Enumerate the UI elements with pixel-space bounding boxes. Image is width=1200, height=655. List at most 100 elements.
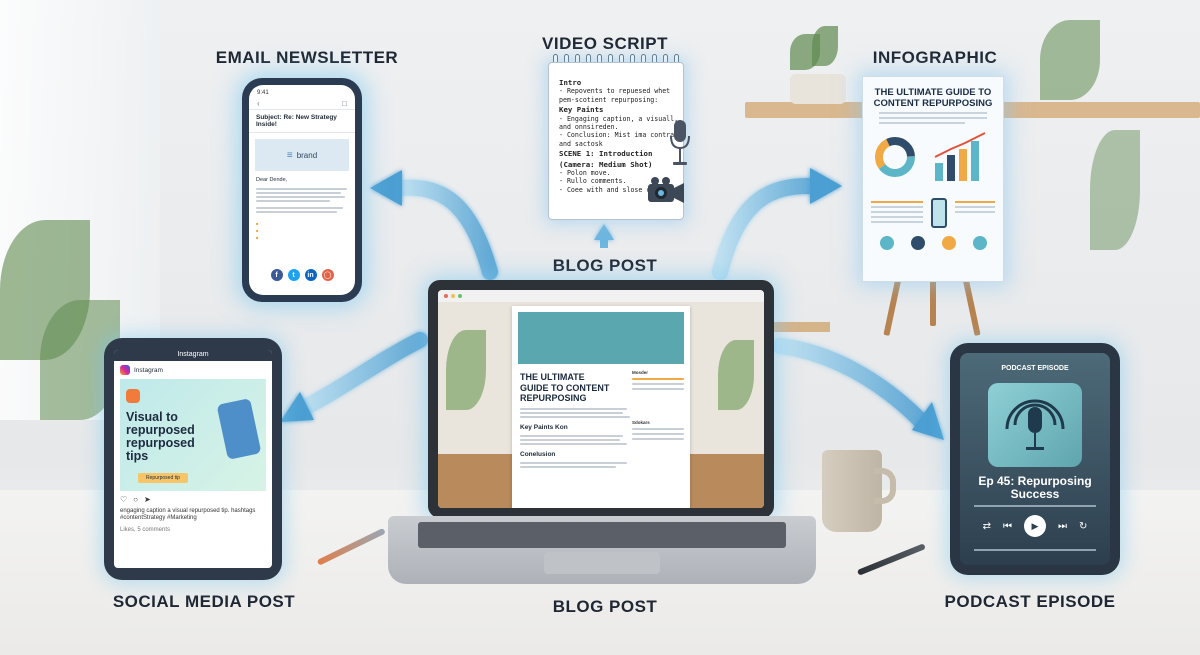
laptop-trackpad <box>544 552 660 574</box>
sidebar-heading: Mosder <box>632 370 649 375</box>
mug-handle <box>874 468 896 504</box>
arrow-to-podcast <box>772 338 928 428</box>
email-nav: ‹ □ <box>249 98 355 109</box>
coffee-mug <box>822 450 882 532</box>
email-link[interactable] <box>256 235 348 240</box>
podcast-volume-bar[interactable] <box>974 549 1096 551</box>
instagram-logo-icon <box>120 365 130 375</box>
blog-title: THE ULTIMATE GUIDE TO CONTENT REPURPOSIN… <box>520 372 610 403</box>
repeat-icon[interactable]: ↻ <box>1079 520 1088 532</box>
trash-icon[interactable]: □ <box>342 99 347 108</box>
easel-leg <box>930 276 936 326</box>
podcast-controls: ⇄ ⏮ ▶ ⏭ ↻ <box>960 515 1110 537</box>
blog-hero-image <box>518 312 684 364</box>
label-email-newsletter: EMAIL NEWSLETTER <box>215 48 399 67</box>
instagram-badge-icon <box>126 389 140 403</box>
social-cta-button[interactable]: Repurposed tip <box>138 473 188 483</box>
linkedin-icon[interactable]: in <box>304 269 317 281</box>
script-heading: SCENE 1: Introduction <box>559 149 653 159</box>
arrowhead-podcast <box>912 402 944 440</box>
social-meta: Likes, 5 comments <box>120 526 171 533</box>
video-camera-icon <box>648 177 684 203</box>
laptop-keyboard <box>418 522 786 548</box>
email-link[interactable] <box>256 221 348 226</box>
share-icon[interactable]: ➤ <box>144 495 151 504</box>
social-screen: Instagram Instagram Visual to repurposed… <box>114 350 272 568</box>
social-tablet: Instagram Instagram Visual to repurposed… <box>104 338 282 580</box>
label-video-script: VIDEO SCRIPT <box>542 34 668 53</box>
hand-phone-illustration <box>216 398 262 460</box>
arrowhead-infographic <box>810 168 842 204</box>
arrowhead-video <box>594 224 614 240</box>
twitter-icon[interactable]: t <box>287 269 300 281</box>
infographic-icon <box>941 236 956 250</box>
notebook-spiral <box>553 54 679 68</box>
arrow-to-email <box>392 179 498 280</box>
email-phone: 9:41 ‹ □ Subject: Re: New Strategy Insid… <box>242 78 362 302</box>
play-button[interactable]: ▶ <box>1024 515 1046 537</box>
brand-name: brand <box>296 150 318 160</box>
next-icon[interactable]: ⏭ <box>1058 520 1067 532</box>
previous-icon[interactable]: ⏮ <box>1003 520 1012 532</box>
browser-bar <box>438 290 764 302</box>
script-line: and onnsireden. <box>559 123 619 132</box>
blog-sidebar: Mosder Sdokars <box>632 370 684 443</box>
screen-plant <box>718 340 754 410</box>
podcast-mic-icon <box>1005 399 1065 450</box>
infographic-icon <box>879 236 894 250</box>
label-blog-post-top: BLOG POST <box>552 256 658 275</box>
plant-leaf <box>1090 130 1140 250</box>
instagram-icon[interactable]: ◯ <box>321 269 334 281</box>
email-brand-banner: ≡ brand <box>255 139 349 171</box>
blog-key-points: Key Paints Kon <box>520 423 568 431</box>
blog-conclusion: Conelusion <box>520 450 556 458</box>
email-screen: 9:41 ‹ □ Subject: Re: New Strategy Insid… <box>249 85 355 295</box>
label-podcast-episode: PODCAST EPISODE <box>944 592 1116 611</box>
podcast-screen: PODCAST EPISODE Ep 45: Repurposing Succe… <box>960 353 1110 565</box>
infographic-phone-icon <box>931 198 947 228</box>
like-icon[interactable]: ♡ <box>120 495 128 504</box>
arrowhead-social <box>280 392 314 422</box>
infographic-icon <box>910 236 925 250</box>
social-post-title: Visual to repurposed repurposed tips <box>126 410 195 463</box>
shuffle-icon[interactable]: ⇄ <box>982 520 991 532</box>
social-app-bar: Instagram <box>114 350 272 361</box>
plant-pot <box>790 74 846 104</box>
blog-article: THE ULTIMATE GUIDE TO CONTENT REPURPOSIN… <box>512 306 690 508</box>
back-icon[interactable]: ‹ <box>257 99 260 108</box>
sidebar-heading: Sdokars <box>632 420 650 425</box>
podcast-episode-title: Ep 45: Repurposing Success <box>978 474 1092 501</box>
comment-icon[interactable]: ○ <box>133 495 139 504</box>
script-line: - Coee with and slose cues. <box>559 185 667 194</box>
script-line: - Polon move. <box>559 169 611 178</box>
script-heading: (Camera: Medium Shot) <box>559 159 653 169</box>
facebook-icon[interactable]: f <box>270 269 283 281</box>
social-account-row: Instagram <box>114 361 272 379</box>
label-social-media-post: SOCIAL MEDIA POST <box>112 592 296 611</box>
brand-logo-icon: ≡ <box>286 149 293 161</box>
email-greeting: Dear Dende, <box>256 177 288 183</box>
podcast-tablet: PODCAST EPISODE Ep 45: Repurposing Succe… <box>950 343 1120 575</box>
podcast-header: PODCAST EPISODE <box>1001 365 1069 372</box>
arrow-to-social <box>292 332 428 418</box>
label-blog-post-bottom: BLOG POST <box>552 597 658 616</box>
label-infographic: INFOGRAPHIC <box>872 48 998 67</box>
podcast-cover-art <box>988 383 1082 467</box>
script-line: and sactosk <box>559 139 603 148</box>
podcast-progress-bar[interactable] <box>974 505 1096 507</box>
script-heading: Key Paints <box>559 105 604 115</box>
email-link[interactable] <box>256 228 348 233</box>
plant-leaf <box>812 26 838 66</box>
email-links <box>249 215 355 246</box>
email-subject: Subject: Re: New Strategy Inside! <box>249 109 355 133</box>
phone-time: 9:41 <box>257 90 269 96</box>
screen-plant <box>446 330 486 410</box>
laptop-screen: THE ULTIMATE GUIDE TO CONTENT REPURPOSIN… <box>438 290 764 508</box>
plant-leaf <box>1040 20 1100 100</box>
social-post-image[interactable]: Visual to repurposed repurposed tips Rep… <box>120 379 266 491</box>
arrow-to-infographic <box>712 177 820 280</box>
script-line: - Rullo comments. <box>559 177 627 186</box>
infographic-poster: THE ULTIMATE GUIDE TO CONTENT REPURPOSIN… <box>862 76 1004 282</box>
script-line: - Repovents to repuesed whet <box>559 87 671 96</box>
email-social-row: f t in ◯ <box>249 269 355 281</box>
